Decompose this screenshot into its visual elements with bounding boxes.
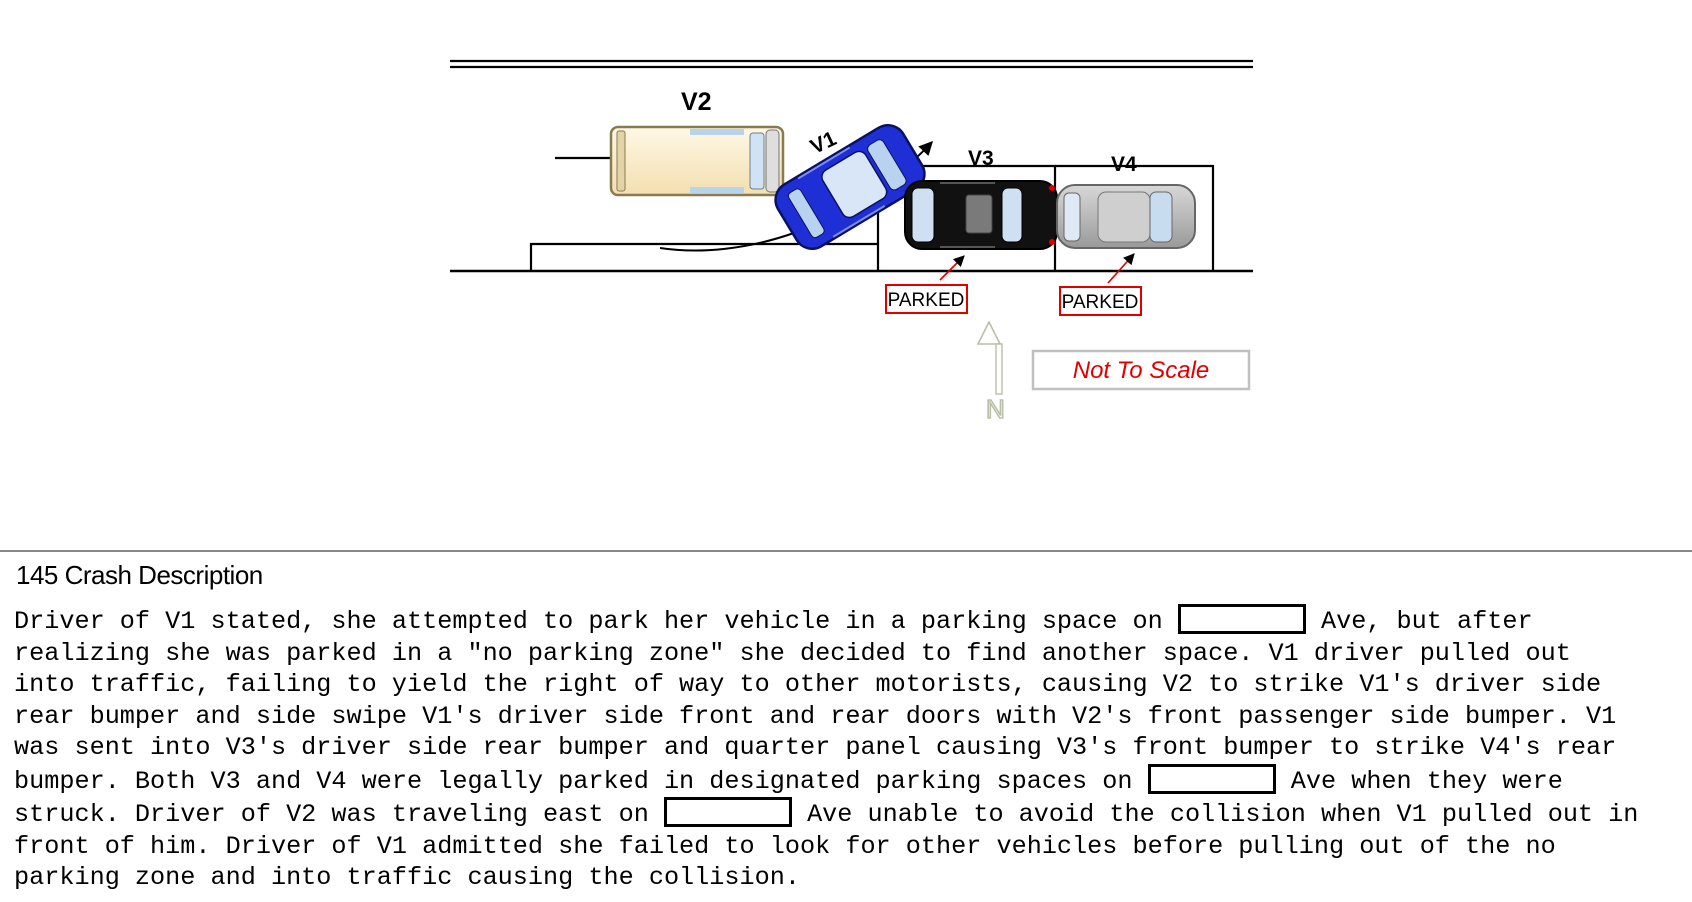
redacted-street-name [1147,763,1276,794]
vehicle-v3 [904,180,1058,250]
description-line: realizing she was parked in a "no parkin… [14,638,1690,670]
description-line: struck. Driver of V2 was traveling east … [14,797,1690,831]
description-text: realizing she was parked in a "no parkin… [14,638,1571,668]
parked-callout-v3: PARKED [885,255,968,314]
description-text: Driver of V1 stated, she attempted to pa… [14,607,1178,636]
description-line: was sent into V3's driver side rear bump… [14,732,1690,764]
road-north-edge [450,59,1253,69]
description-text: into traffic, failing to yield the right… [14,670,1602,699]
parked-callout-v4: PARKED [1059,253,1142,316]
svg-text:Not To Scale: Not To Scale [1073,357,1210,384]
description-text: Ave, but after [1305,607,1533,636]
vehicle-v4 [1056,184,1196,249]
crash-diagram: V2 V1 V3 V4 PARKED PARKED N Not To Scale [450,59,1253,425]
description-text: rear bumper and side swipe V1's driver s… [14,701,1617,731]
description-text: parking zone and into traffic causing th… [14,863,800,892]
description-line: rear bumper and side swipe V1's driver s… [14,701,1690,733]
svg-text:PARKED: PARKED [1062,292,1139,313]
north-arrow: N [976,320,1006,425]
description-text: bumper. Both V3 and V4 were legally park… [14,766,1148,796]
redacted-street-name [663,797,792,827]
description-line: Driver of V1 stated, she attempted to pa… [14,604,1690,638]
svg-text:PARKED: PARKED [888,290,965,311]
crash-description-body: Driver of V1 stated, she attempted to pa… [14,604,1690,894]
section-divider [0,550,1692,552]
description-text: was sent into V3's driver side rear bump… [14,733,1617,762]
scale-note: Not To Scale [1031,349,1251,391]
label-v4: V4 [1111,153,1137,176]
vehicle-v1 [774,123,926,251]
redacted-street-name [1177,604,1306,634]
svg-text:N: N [986,394,1005,424]
crash-description-title: 145 Crash Description [16,560,263,590]
description-text: Ave when they were [1275,766,1563,796]
label-v3: V3 [968,147,994,170]
vehicle-v2 [609,125,785,197]
description-text: front of him. Driver of V1 admitted she … [14,831,1556,861]
parking-space-v4 [1055,164,1215,271]
no-parking-zone-outline [529,242,880,271]
label-v2: V2 [681,88,712,116]
description-line: parking zone and into traffic causing th… [14,862,1690,894]
description-text: Ave unable to avoid the collision when V… [791,800,1639,829]
description-line: front of him. Driver of V1 admitted she … [14,831,1690,863]
description-line: into traffic, failing to yield the right… [14,669,1690,701]
description-text: struck. Driver of V2 was traveling east … [14,800,664,829]
description-line: bumper. Both V3 and V4 were legally park… [14,763,1690,798]
